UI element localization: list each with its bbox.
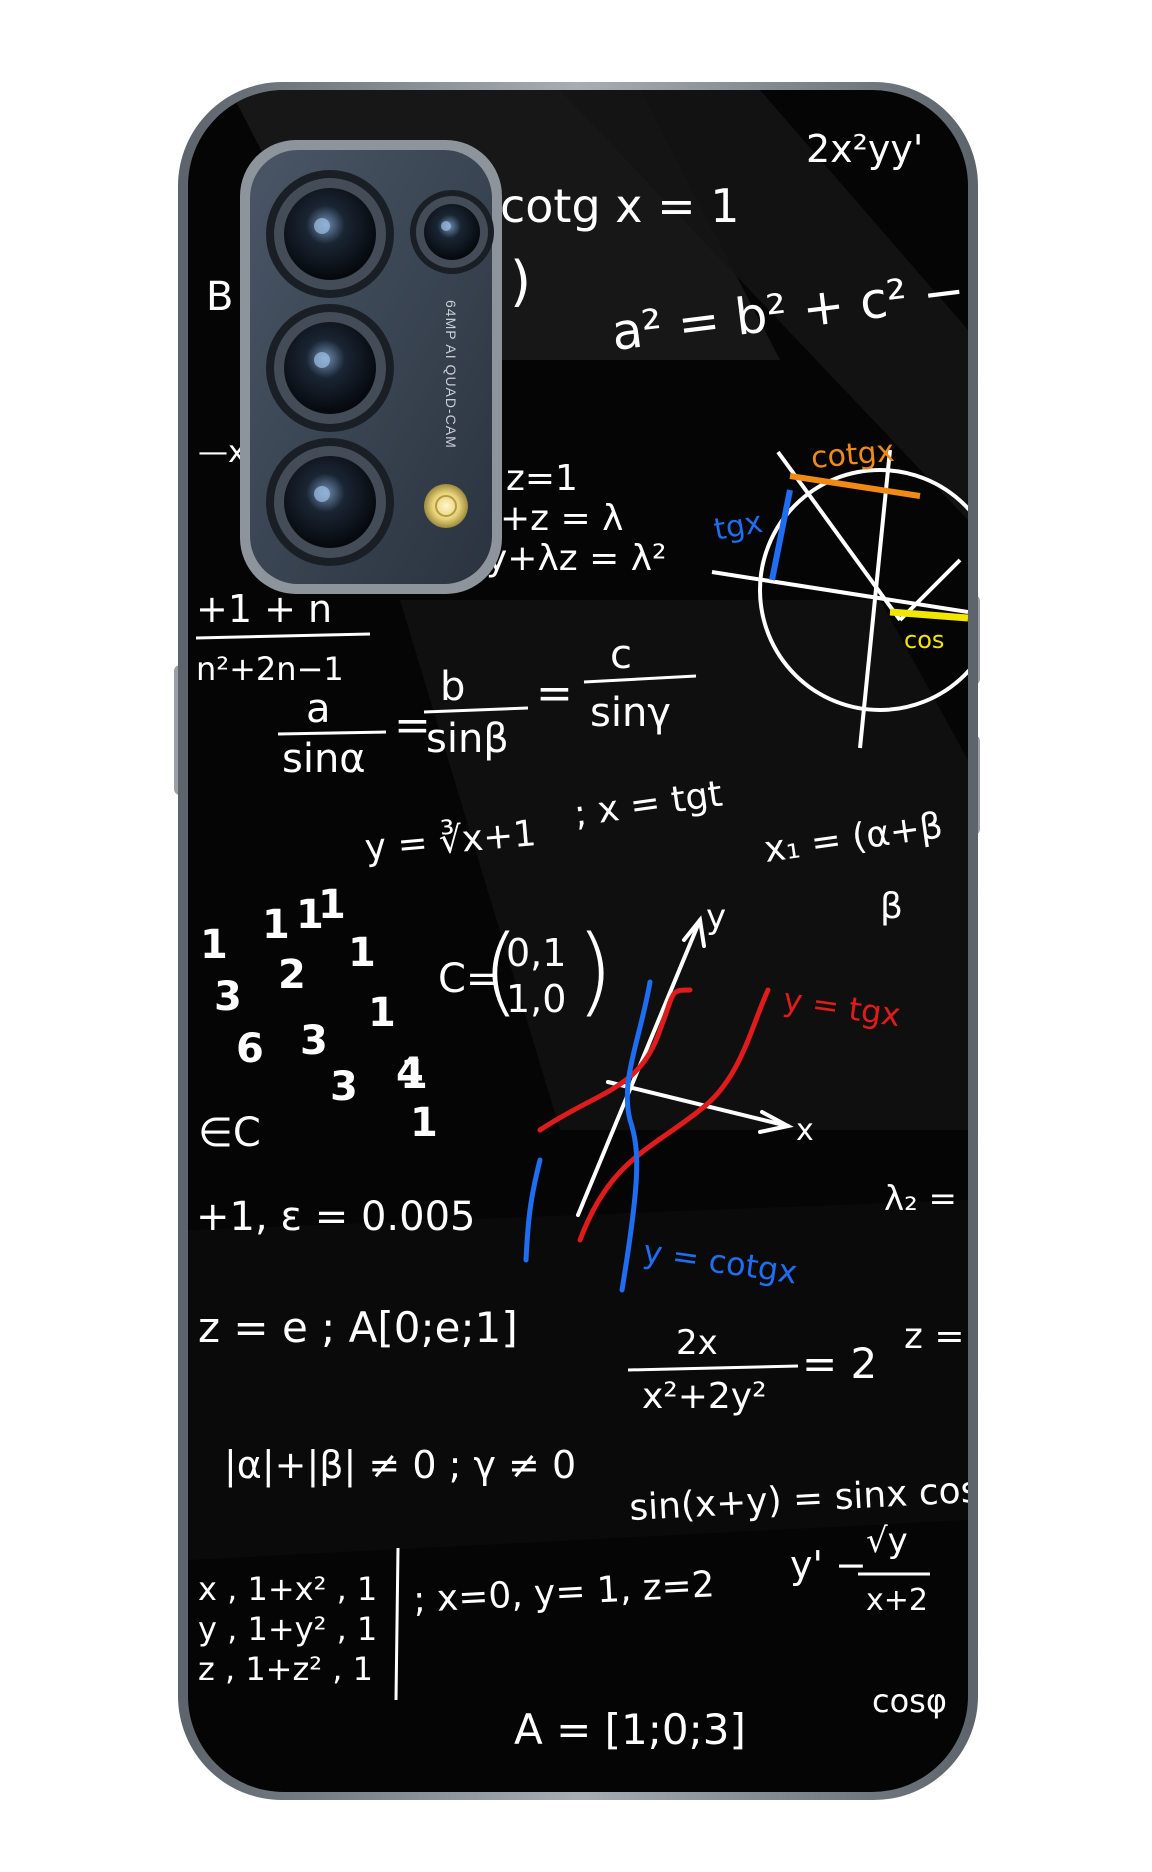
graph-x-arrow	[758, 1110, 794, 1134]
formula-in-c: ∈C	[198, 1110, 261, 1156]
glare-band	[188, 1200, 968, 1560]
matrix-row1: 0,1	[506, 931, 566, 975]
formula-beta: β	[880, 886, 903, 927]
sine-law-eq: =	[394, 700, 431, 751]
formula-c-matrix: C=	[438, 956, 499, 1002]
fraction-bar	[195, 632, 371, 640]
formula-z-eq: z =	[904, 1316, 965, 1357]
sine-law-sin-alpha: sinα	[282, 736, 366, 782]
circle-axis	[711, 570, 968, 614]
tg-curve	[577, 987, 771, 1243]
fraction-bar	[627, 1364, 799, 1372]
macro-lens	[410, 190, 494, 274]
glare-band	[400, 600, 968, 1130]
formula-paren: )	[510, 250, 531, 313]
number: 1	[200, 922, 228, 968]
matrix-row2: 1,0	[506, 977, 566, 1021]
number: 3	[300, 1018, 328, 1064]
cotg-curve	[523, 1157, 543, 1263]
circle-ray	[898, 558, 962, 622]
formula-abs-ineq: |α|+|β| ≠ 0 ; γ ≠ 0	[224, 1443, 576, 1488]
number: 1	[400, 1052, 428, 1098]
formula-b: B	[206, 274, 233, 320]
formula-cos-phi: cosφ	[872, 1682, 947, 1720]
main-lens	[266, 170, 394, 298]
flash-icon	[424, 484, 468, 528]
formula-a-vector: A = [1;0;3]	[514, 1705, 746, 1754]
number: 4	[396, 1050, 424, 1096]
label-cotgx: cotgx	[810, 434, 896, 476]
tg-curve	[537, 987, 693, 1133]
number: 1	[318, 882, 346, 928]
formula-series-num: +1 + n	[196, 587, 332, 631]
tangent-graph	[523, 915, 794, 1293]
formula-series-den: n²+2n−1	[196, 650, 344, 688]
cos-segment	[889, 608, 968, 622]
matrix-paren: )	[576, 915, 613, 1027]
formula-x-plus-2: x+2	[866, 1583, 928, 1618]
number: 2	[278, 952, 306, 998]
fraction-bar	[277, 730, 387, 736]
number: 1	[410, 1100, 438, 1146]
formula-epsilon: +1, ε = 0.005	[196, 1194, 475, 1240]
sine-law-eq: =	[536, 668, 573, 719]
number: 3	[330, 1064, 358, 1110]
formula-derivative: 2x²yy'	[806, 127, 923, 171]
sine-law-a: a	[306, 686, 331, 732]
number: 1	[348, 930, 376, 976]
graph-x-axis	[606, 1080, 790, 1128]
fraction-bar	[583, 674, 697, 684]
number-cloud: 1 1 1 1 2 1 3 3 1 6 3 4 1 1	[200, 882, 438, 1146]
unit-circle	[758, 468, 968, 712]
sine-law-b: b	[440, 664, 465, 710]
circle-axis	[858, 449, 892, 749]
system-row1: x , 1+x² , 1	[198, 1570, 377, 1608]
unit-circle-diagram	[711, 449, 968, 749]
system-bar	[394, 1547, 400, 1701]
sine-law-sin-gamma: sinγ	[590, 690, 671, 736]
sine-law-c: c	[610, 632, 632, 678]
number: 1	[368, 990, 396, 1036]
cotg-curve	[619, 979, 653, 1293]
formula-sqrt-y: √y	[866, 1521, 908, 1561]
system-row3: z , 1+z² , 1	[198, 1650, 373, 1688]
formula-z-lambda: +z = λ	[500, 498, 623, 539]
formula-eq-2: = 2	[802, 1339, 877, 1388]
wide-lens	[266, 304, 394, 432]
chalkboard-formulas: cotg x = 1 2x²yy' a² = b² + c² − 2 B ) —…	[195, 127, 977, 1754]
tg-segment	[769, 489, 793, 581]
number: 6	[236, 1026, 264, 1072]
cotg-segment	[789, 473, 921, 499]
formula-cotg: cotg x = 1	[500, 179, 740, 233]
graph-label-x: x	[796, 1113, 814, 1148]
graph-y-arrow	[682, 915, 706, 948]
number: 3	[214, 974, 242, 1020]
sine-law-sin-beta: sinβ	[426, 716, 509, 762]
camera-label: 64MP AI QUAD-CAM	[443, 300, 459, 449]
formula-z-e: z = e ; A[0;e;1]	[198, 1303, 518, 1352]
formula-lambda-sq: y+λz = λ²	[486, 538, 666, 579]
graph-label-y: y	[706, 897, 726, 937]
camera-module: 64MP AI QUAD-CAM	[240, 140, 502, 594]
system-row2: y , 1+y² , 1	[198, 1610, 377, 1648]
formula-lambda2: λ₂ = i	[884, 1179, 977, 1219]
formula-y-prime: y' −	[790, 1543, 867, 1587]
fraction-bar	[423, 706, 529, 714]
formula-2x-num: 2x	[676, 1323, 718, 1363]
matrix-paren: (	[482, 915, 519, 1027]
label-cos: cos	[904, 626, 944, 654]
depth-lens	[266, 438, 394, 566]
formula-2x-den: x²+2y²	[642, 1376, 767, 1417]
glare-band	[560, 90, 968, 520]
label-tgx: tgx	[711, 505, 765, 548]
formula-z1: z=1	[506, 458, 578, 499]
number: 1	[262, 902, 290, 948]
formula-fraction-x: —x	[198, 435, 246, 470]
number: 1	[296, 892, 324, 938]
